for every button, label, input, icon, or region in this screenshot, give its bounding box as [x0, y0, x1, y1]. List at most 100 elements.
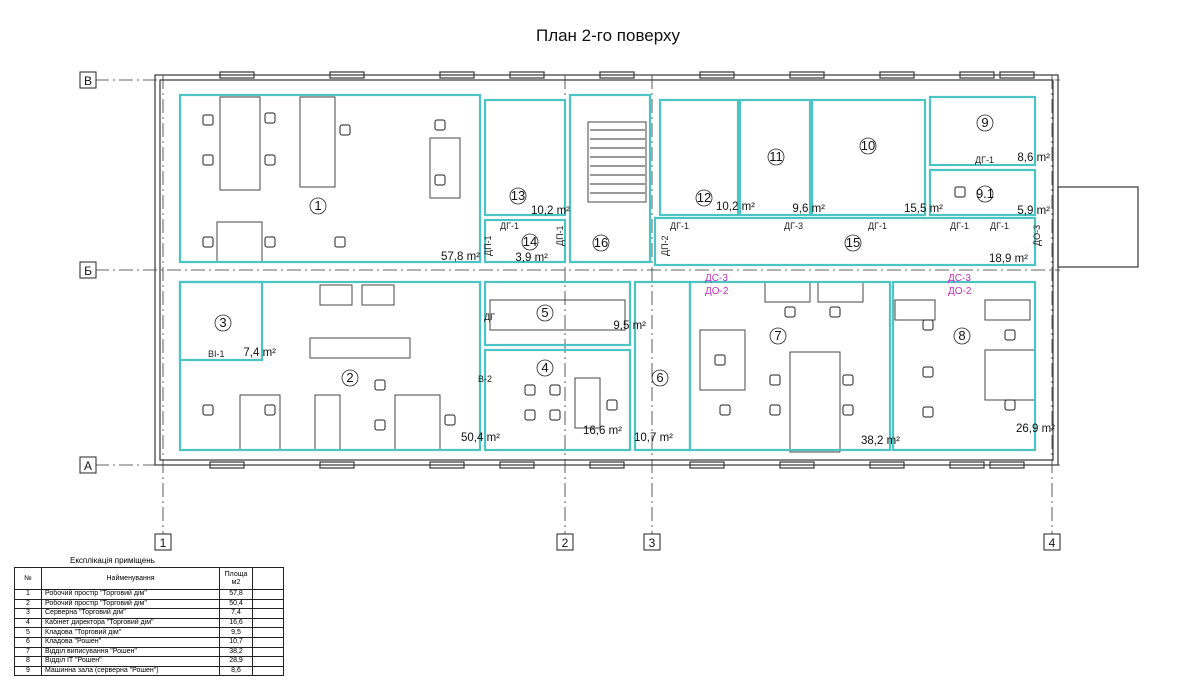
chair-icon — [842, 374, 854, 386]
chair-icon — [1004, 329, 1016, 341]
desk — [239, 394, 281, 451]
cell-number: 2 — [14, 598, 42, 610]
chair-icon — [784, 306, 796, 318]
room-number: 3 — [219, 315, 226, 330]
cell-number: 4 — [14, 617, 42, 629]
cell-number: 8 — [14, 656, 42, 667]
door-tag: ДО-3 — [1032, 225, 1042, 246]
door-tag: ДП-1 — [483, 235, 493, 256]
cell-blank — [252, 627, 284, 638]
chair-icon — [202, 404, 214, 416]
cell-number: 7 — [14, 646, 42, 658]
room-number: 14 — [523, 234, 537, 249]
chair-icon — [1004, 399, 1016, 411]
room-9.1 — [928, 168, 1037, 217]
chair-icon — [922, 406, 934, 418]
room-number: 6 — [656, 370, 663, 385]
cell-name: Відділ IT "Рошен" — [41, 656, 220, 667]
plan-title: План 2-го поверху — [535, 26, 681, 45]
chair-icon — [434, 119, 446, 131]
desk — [314, 394, 341, 451]
cell-name: Кладова "Рошен" — [41, 636, 220, 648]
door-tag: В-2 — [478, 374, 492, 384]
room-number: 1 — [314, 198, 321, 213]
room-10 — [810, 98, 927, 217]
chair-icon — [444, 414, 456, 426]
room-15 — [653, 216, 1037, 267]
room-16 — [568, 93, 652, 264]
cell-area: 8,6 — [219, 665, 253, 677]
cell-name: Відділ виписування "Рошен" — [41, 646, 220, 658]
chair-icon — [374, 379, 386, 391]
axis-bubble — [643, 533, 661, 551]
inner-wall — [159, 79, 1054, 461]
door-tag: ДГ-1 — [950, 221, 969, 231]
room-1 — [178, 93, 482, 264]
room-area: 50,4 m² — [461, 432, 500, 444]
chair-icon — [524, 384, 536, 396]
room-area: 8,6 m² — [1017, 152, 1050, 164]
axis-bubble — [79, 261, 97, 279]
axis-label: Б — [84, 264, 92, 278]
room-number: 9 — [981, 115, 988, 130]
table-caption: Експлікація приміщень — [70, 556, 155, 565]
door-tag: ДГ-3 — [784, 221, 803, 231]
door-tag: ДГ-1 — [868, 221, 887, 231]
chair-icon — [202, 154, 214, 166]
axis-bubble — [79, 456, 97, 474]
room-number: 2 — [346, 370, 353, 385]
cell-blank — [252, 608, 284, 619]
desk — [699, 329, 746, 391]
room-area: 26,9 m² — [1016, 423, 1055, 435]
door-tag: ДО-2 — [705, 286, 729, 297]
room-3 — [178, 280, 264, 362]
door-tag: ДГ-1 — [670, 221, 689, 231]
room-area: 5,9 m² — [1017, 205, 1050, 217]
desk — [764, 281, 811, 303]
room-number-circle — [953, 327, 971, 345]
room-area: 3,9 m² — [515, 252, 548, 264]
room-number-circle — [509, 187, 527, 205]
door-tag: ДГ — [484, 312, 495, 322]
cell-number: 1 — [14, 589, 42, 600]
chair-icon — [829, 306, 841, 318]
room-number-circle — [536, 359, 554, 377]
axis-label: В — [84, 74, 92, 88]
room-area: 38,2 m² — [861, 435, 900, 447]
room-area: 57,8 m² — [441, 251, 480, 263]
room-number-circle — [309, 197, 327, 215]
room-9 — [928, 95, 1037, 167]
cell-name: Серверна "Торговий дім" — [41, 608, 220, 619]
room-number: 11 — [769, 149, 783, 164]
cell-blank — [252, 636, 284, 648]
cell-area: 57,8 — [219, 589, 253, 600]
room-number-circle — [214, 314, 232, 332]
door-tag: ДС-3 — [948, 273, 971, 284]
room-number-circle — [767, 148, 785, 166]
chair-icon — [524, 409, 536, 421]
chair-icon — [264, 154, 276, 166]
desk — [309, 337, 411, 359]
room-number: 4 — [541, 360, 548, 375]
room-number: 10 — [861, 138, 875, 153]
room-number: 16 — [594, 235, 608, 250]
axis-bubble — [1043, 533, 1061, 551]
desk — [984, 349, 1036, 401]
room-area: 10,2 m² — [531, 205, 570, 217]
axis-label: 4 — [1049, 536, 1056, 550]
room-7 — [688, 280, 892, 452]
side-stair-block — [1057, 186, 1139, 268]
cell-name: Кладова "Торговий дім" — [41, 627, 220, 638]
chair-icon — [606, 399, 618, 411]
cell-number: 6 — [14, 636, 42, 648]
room-number-circle — [976, 114, 994, 132]
chair-icon — [549, 409, 561, 421]
cell-name: Машинна зала (серверна "Рошен") — [41, 665, 220, 677]
